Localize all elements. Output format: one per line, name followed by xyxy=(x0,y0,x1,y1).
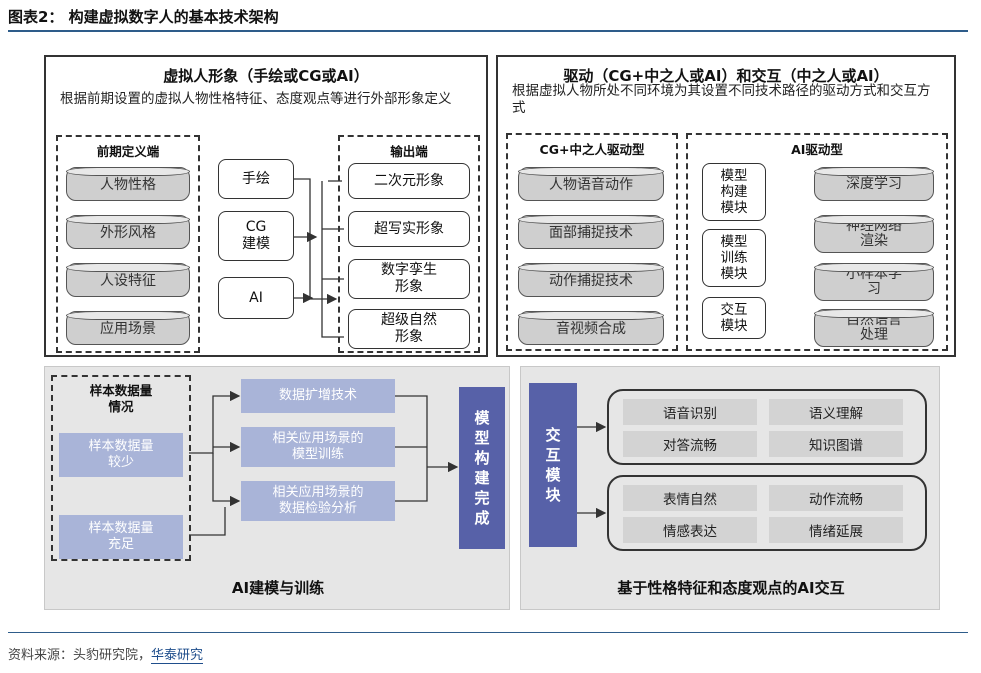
module-box: 模型 构建 模块 xyxy=(702,163,766,221)
capability-item: 对答流畅 xyxy=(623,431,757,457)
pre-definition-heading: 前期定义端 xyxy=(96,144,160,159)
footer-rule xyxy=(8,632,968,633)
output-box: 数字孪生 形象 xyxy=(348,259,470,299)
panel-title: 虚拟人形象（手绘或CG或AI） xyxy=(163,67,369,85)
capability-item: 知识图谱 xyxy=(769,431,903,457)
bottom-right-label: 基于性格特征和态度观点的AI交互 xyxy=(617,579,845,597)
cylinder-item: 面部捕捉技术 xyxy=(518,215,664,249)
source-link[interactable]: 华泰研究 xyxy=(151,648,204,664)
capability-item: 语义理解 xyxy=(769,399,903,425)
speech-group: 语音识别 语义理解 对答流畅 知识图谱 xyxy=(607,389,927,465)
ai-interaction-panel: 交 互 模 块 语音识别 语义理解 对答流畅 知识图谱 表情自然 动作流畅 情感… xyxy=(520,366,940,610)
cylinder-item: 音视频合成 xyxy=(518,311,664,345)
cylinder-item: 人物性格 xyxy=(66,167,190,201)
method-box: 手绘 xyxy=(218,159,294,199)
cylinder-item: 外形风格 xyxy=(66,215,190,249)
cylinder-item: 神经网络 渲染 xyxy=(814,215,934,253)
cylinder-item: 人物语音动作 xyxy=(518,167,664,201)
cylinder-item: 自然语言 处理 xyxy=(814,309,934,347)
cylinder-item: 动作捕捉技术 xyxy=(518,263,664,297)
output-heading: 输出端 xyxy=(390,144,428,159)
tech-box: 相关应用场景的 数据检验分析 xyxy=(241,481,395,521)
cg-driven-group: CG+中之人驱动型 人物语音动作 面部捕捉技术 动作捕捉技术 音视频合成 xyxy=(506,133,678,351)
panel-description: 根据虚拟人物所处不同环境为其设置不同技术路径的驱动方式和交互方式 xyxy=(512,83,931,116)
module-box: 交互 模块 xyxy=(702,297,766,339)
module-box: 模型 训练 模块 xyxy=(702,229,766,287)
model-complete-box: 模 型 构 建 完 成 xyxy=(459,387,505,549)
cg-driven-heading: CG+中之人驱动型 xyxy=(539,142,645,157)
method-box: AI xyxy=(218,277,294,319)
output-group: 输出端 二次元形象 超写实形象 数字孪生 形象 超级自然 形象 xyxy=(338,135,480,353)
panel-title: 驱动（CG+中之人或AI）和交互（中之人或AI） xyxy=(563,67,889,85)
output-box: 超级自然 形象 xyxy=(348,309,470,349)
figure-title: 图表2： 构建虚拟数字人的基本技术架构 xyxy=(8,8,279,26)
capability-item: 情感表达 xyxy=(623,517,757,543)
pre-definition-group: 前期定义端 人物性格 外形风格 人设特征 应用场景 xyxy=(56,135,200,353)
cylinder-item: 小样本学 习 xyxy=(814,263,934,301)
avatar-image-panel: 虚拟人形象（手绘或CG或AI） 根据前期设置的虚拟人物性格特征、态度观点等进行外… xyxy=(44,55,488,357)
source-note: 资料来源：头豹研究院，华泰研究 xyxy=(8,644,204,664)
sample-high-box: 样本数据量 充足 xyxy=(59,515,183,559)
cylinder-item: 应用场景 xyxy=(66,311,190,345)
tech-box: 数据扩增技术 xyxy=(241,379,395,413)
capability-item: 语音识别 xyxy=(623,399,757,425)
method-connectors xyxy=(294,178,344,338)
ai-driven-heading: AI驱动型 xyxy=(791,142,843,157)
output-box: 超写实形象 xyxy=(348,211,470,247)
modeling-connectors xyxy=(189,390,459,536)
capability-item: 情绪延展 xyxy=(769,517,903,543)
cylinder-item: 深度学习 xyxy=(814,167,934,201)
capability-item: 动作流畅 xyxy=(769,485,903,511)
sample-data-heading: 样本数据量 情况 xyxy=(89,383,153,414)
sample-data-group: 样本数据量 情况 样本数据量 较少 样本数据量 充足 xyxy=(51,375,191,561)
interaction-module-box: 交 互 模 块 xyxy=(529,383,577,547)
source-prefix: 资料来源：头豹研究院， xyxy=(8,648,152,663)
panel-description: 根据前期设置的虚拟人物性格特征、态度观点等进行外部形象定义 xyxy=(60,91,452,107)
bottom-left-label: AI建模与训练 xyxy=(231,579,325,597)
interaction-connectors xyxy=(577,421,607,519)
sample-low-box: 样本数据量 较少 xyxy=(59,433,183,477)
capability-item: 表情自然 xyxy=(623,485,757,511)
output-box: 二次元形象 xyxy=(348,163,470,199)
ai-driven-group: AI驱动型 模型 构建 模块 模型 训练 模块 交互 模块 深度学习 神经网络 … xyxy=(686,133,948,351)
title-rule xyxy=(8,30,968,32)
cylinder-item: 人设特征 xyxy=(66,263,190,297)
tech-box: 相关应用场景的 模型训练 xyxy=(241,427,395,467)
ai-modeling-panel: 样本数据量 情况 样本数据量 较少 样本数据量 充足 数据扩增技术 相关应用场景… xyxy=(44,366,510,610)
emotion-group: 表情自然 动作流畅 情感表达 情绪延展 xyxy=(607,475,927,551)
drive-interaction-panel: 驱动（CG+中之人或AI）和交互（中之人或AI） 根据虚拟人物所处不同环境为其设… xyxy=(496,55,956,357)
method-box: CG 建模 xyxy=(218,211,294,261)
